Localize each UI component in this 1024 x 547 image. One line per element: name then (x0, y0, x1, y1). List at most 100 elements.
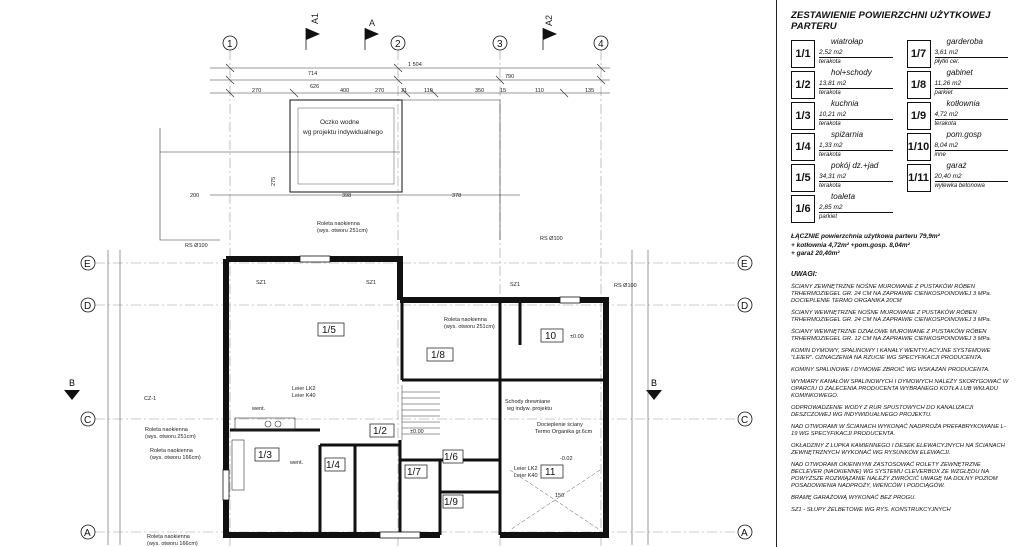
axis-e-right: E (741, 259, 748, 270)
section-a2-label: A2 (544, 15, 554, 26)
dim-1504: 1 504 (408, 62, 422, 68)
dim-270a: 270 (252, 88, 261, 94)
axis-c-left: C (84, 415, 91, 426)
note-sz1-c: SZ1 (510, 282, 520, 288)
room-name: pokój dz.+jad (831, 161, 879, 170)
dim-400: 400 (340, 88, 349, 94)
room-area: 13,81 m2 (819, 80, 893, 89)
legend-title: ZESTAWIENIE POWIERZCHNI UŻYTKOWEJ PARTER… (791, 10, 991, 32)
room-tag-11: 11 (545, 467, 556, 478)
dim-626: 626 (310, 84, 319, 90)
note-sz1-b: SZ1 (366, 280, 376, 286)
dim-21: 21 (401, 88, 407, 94)
note-insulation-2: Termo Organika gr.6cm (535, 429, 593, 435)
room-finish: terakota (819, 152, 841, 158)
room-area: 2,85 m2 (819, 204, 893, 213)
room-name: hol+schody (831, 68, 872, 77)
room-finish: inne (934, 152, 946, 158)
note-went-1: went. (251, 406, 266, 412)
stairs (401, 385, 440, 440)
note-item: NAD OTWORAMI OKIENNYMI ZASTOSOWAĆ ROLETY… (791, 461, 998, 489)
pool-title: Oczko wodne (320, 119, 360, 126)
section-b-marks (64, 390, 662, 400)
kitchen-fixtures (231, 417, 296, 491)
dim-350: 350 (475, 88, 484, 94)
note-item: OKŁADZINY Z LUPKA KAMIENNEGO I DESEK ELE… (791, 442, 1005, 456)
level-mark-2: ±0.00 (410, 429, 424, 435)
section-a1-label: A1 (310, 13, 320, 24)
room-finish: płytki cer. (934, 59, 960, 65)
axis-a-left: A (84, 528, 91, 539)
room-area: 1,33 m2 (819, 142, 893, 151)
room-number: 1/10 (906, 133, 931, 161)
room-finish: terakota (819, 183, 841, 189)
room-number: 1/6 (791, 195, 815, 223)
room-tag-1-5: 1/5 (322, 325, 336, 336)
room-name: wiatrołap (831, 37, 864, 46)
note-stairs-2: wg indyw. projektu (506, 406, 552, 412)
room-tag-1-3: 1/3 (258, 450, 272, 461)
note-item: SZ1 - SŁUPY ŻELBETOWE WG RYS. KONSTRUKCY… (791, 506, 951, 513)
room-area: 4,72 m2 (934, 111, 1008, 120)
room-number: 1/3 (791, 102, 815, 130)
note-leier-2: Leier K40 (292, 393, 316, 399)
room-finish: terakota (934, 121, 957, 127)
total-line: + kotłownia 4,72m² +pom.gosp. 8,04m² (791, 241, 910, 249)
section-mark-flags (305, 28, 557, 50)
terrace-outline (159, 99, 501, 241)
note-roleta-2: Roleta naokienna (444, 317, 488, 323)
room-tag-1-6: 1/6 (444, 452, 458, 463)
room-name: gabinet (946, 68, 973, 77)
note-cz1: CZ-1 (144, 396, 156, 402)
room-name: kuchnia (831, 99, 859, 108)
pool-subtitle: wg projektu indywidualnego (302, 129, 383, 136)
note-roleta-5b: (wys. otworu 166cm) (147, 541, 198, 547)
room-finish: terakota (819, 121, 841, 127)
section-b-left-label: B (69, 378, 75, 388)
room-number: 1/1 (791, 40, 815, 68)
level-mark-3: -0.02 (560, 456, 573, 462)
area-totals: ŁĄCZNIE powierzchnia użytkowa parteru 79… (791, 233, 1016, 259)
note-rs-1: RS Ø100 (185, 243, 208, 249)
room-finish: terakota (819, 59, 841, 65)
axis-a-right: A (741, 528, 748, 539)
note-roleta-3b: (wys. otworu 251cm) (145, 434, 196, 440)
room-number: 1/5 (791, 164, 815, 192)
note-sz1-a: SZ1 (256, 280, 266, 286)
note-item: ŚCIANY ZEWNĘTRZNE NOŚNE MUROWANE Z PUSTA… (791, 283, 992, 304)
note-item: BRAMĘ GARAŻOWĄ WYKONAĆ BEZ PROGU. (791, 494, 916, 501)
room-tag-1-7: 1/7 (407, 467, 421, 478)
note-leier-3: Leier LK2 (514, 466, 538, 472)
room-name: garderoba (946, 37, 983, 46)
dim-790: 790 (505, 74, 514, 80)
dim-378: 378 (452, 193, 461, 199)
room-name: garaż (946, 161, 967, 170)
dim-15: 15 (500, 88, 506, 94)
note-stairs: Schody drewniane (505, 399, 550, 405)
dim-398: 398 (342, 193, 351, 199)
notes-title: UWAGI: (791, 270, 818, 278)
axis-3-label: 3 (497, 39, 503, 50)
room-name: kotłownia (946, 99, 980, 108)
area-legend-panel: ZESTAWIENIE POWIERZCHNI UŻYTKOWEJ PARTER… (776, 0, 1024, 547)
notes-list: ŚCIANY ZEWNĘTRZNE NOŚNE MUROWANE Z PUSTA… (791, 284, 1016, 514)
note-rs-3: RS Ø100 (614, 283, 637, 289)
room-tag-1-4: 1/4 (326, 460, 340, 471)
room-number: 1/2 (791, 71, 815, 99)
room-tag-1-8: 1/8 (431, 350, 445, 361)
exterior-walls (223, 256, 609, 538)
garage-marks (509, 469, 601, 531)
axis-2-label: 2 (395, 39, 401, 50)
room-area: 10,21 m2 (819, 111, 893, 120)
room-number: 1/7 (906, 40, 931, 68)
room-area: 20,40 m2 (934, 173, 1008, 182)
axis-d-left: D (84, 301, 91, 312)
dimension-lines-left (107, 250, 649, 545)
dim-270b: 270 (375, 88, 384, 94)
